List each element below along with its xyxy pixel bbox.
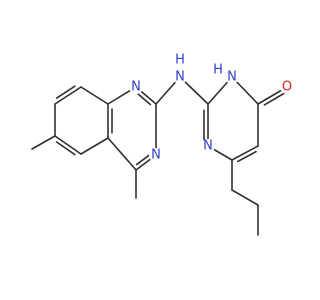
atom-label-n: N	[131, 80, 141, 95]
bond-n1-c2-second	[135, 91, 152, 106]
bond-c8-c8a	[80, 86, 109, 105]
bond-c5-c4a	[80, 137, 109, 155]
bond-c4-c4a	[107, 137, 137, 171]
atom-pyrimidine-nh: N H	[212, 63, 239, 85]
atom-pyrimidine-n1: N	[201, 139, 215, 154]
molecule-structure-diagram: N N N H N N H O	[31, 53, 294, 236]
bond-p6-p5	[231, 145, 259, 161]
atom-label-n: N	[151, 148, 161, 163]
atom-label-o: O	[282, 80, 292, 95]
bond-c8-c7	[54, 86, 82, 105]
bond-c6-me6	[31, 135, 56, 150]
atom-label-layer: N N N H N N H O	[129, 53, 294, 163]
bond-pr1-pr2	[231, 189, 259, 206]
atom-linker-nh: N H	[173, 53, 187, 85]
atom-label-n: N	[175, 70, 185, 85]
bond-c6-c5	[54, 135, 82, 155]
atom-label-h: H	[213, 63, 223, 78]
bond-n3-c4-second	[135, 153, 152, 166]
bond-c6-c5-second	[55, 141, 76, 156]
atom-label-h: H	[175, 53, 185, 68]
atom-label-n: N	[227, 70, 237, 85]
atom-carbonyl-o: O	[280, 80, 294, 95]
atom-quinazoline-n3: N	[149, 148, 163, 163]
bond-c8-c7-second	[55, 85, 76, 99]
bond-p4-o-second	[263, 92, 286, 106]
bond-p6-p5-second	[236, 150, 257, 163]
atom-label-n: N	[203, 139, 213, 154]
atom-quinazoline-n1: N	[129, 80, 143, 95]
